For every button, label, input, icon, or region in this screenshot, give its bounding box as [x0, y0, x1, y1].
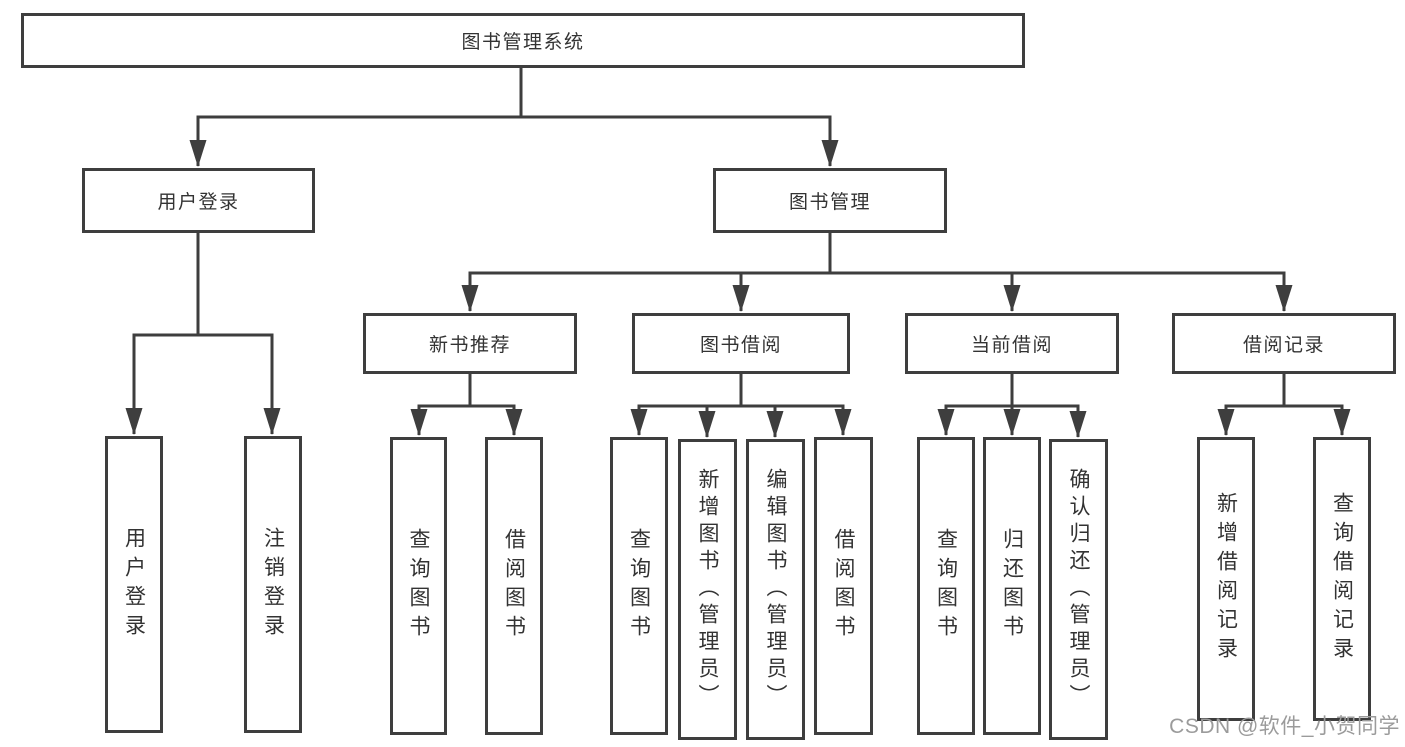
- leaf-query-borrow-record: 查询借阅记录: [1313, 437, 1371, 721]
- csdn-watermark: CSDN @软件_小贺同学: [1169, 715, 1400, 738]
- leaf-return-books: 归还图书: [983, 437, 1041, 735]
- node-library-management-system: 图书管理系统: [21, 13, 1025, 68]
- leaf-logout: 注销登录: [244, 436, 302, 733]
- leaf-confirm-return-admin: 确认归还（管理员）: [1049, 439, 1108, 740]
- leaf-user-login: 用户登录: [105, 436, 163, 733]
- node-borrowing-records: 借阅记录: [1172, 313, 1396, 374]
- leaf-edit-books-admin: 编辑图书（管理员）: [746, 439, 805, 740]
- node-current-borrowing: 当前借阅: [905, 313, 1119, 374]
- leaf-recommend-query-books: 查询图书: [390, 437, 447, 735]
- node-user-login: 用户登录: [82, 168, 315, 233]
- tree-elbow-segments: [132, 66, 1344, 408]
- leaf-add-books-admin: 新增图书（管理员）: [678, 439, 737, 740]
- leaf-borrowing-borrow-books: 借阅图书: [814, 437, 873, 735]
- node-book-management: 图书管理: [713, 168, 947, 233]
- leaf-recommend-borrow-books: 借阅图书: [485, 437, 543, 735]
- leaf-current-query-books: 查询图书: [917, 437, 975, 735]
- leaf-borrowing-query-books: 查询图书: [610, 437, 668, 735]
- node-new-book-recommendation: 新书推荐: [363, 313, 577, 374]
- leaf-add-borrow-record: 新增借阅记录: [1197, 437, 1255, 721]
- node-book-borrowing: 图书借阅: [632, 313, 850, 374]
- tree-arrow-segments: [125, 117, 1351, 438]
